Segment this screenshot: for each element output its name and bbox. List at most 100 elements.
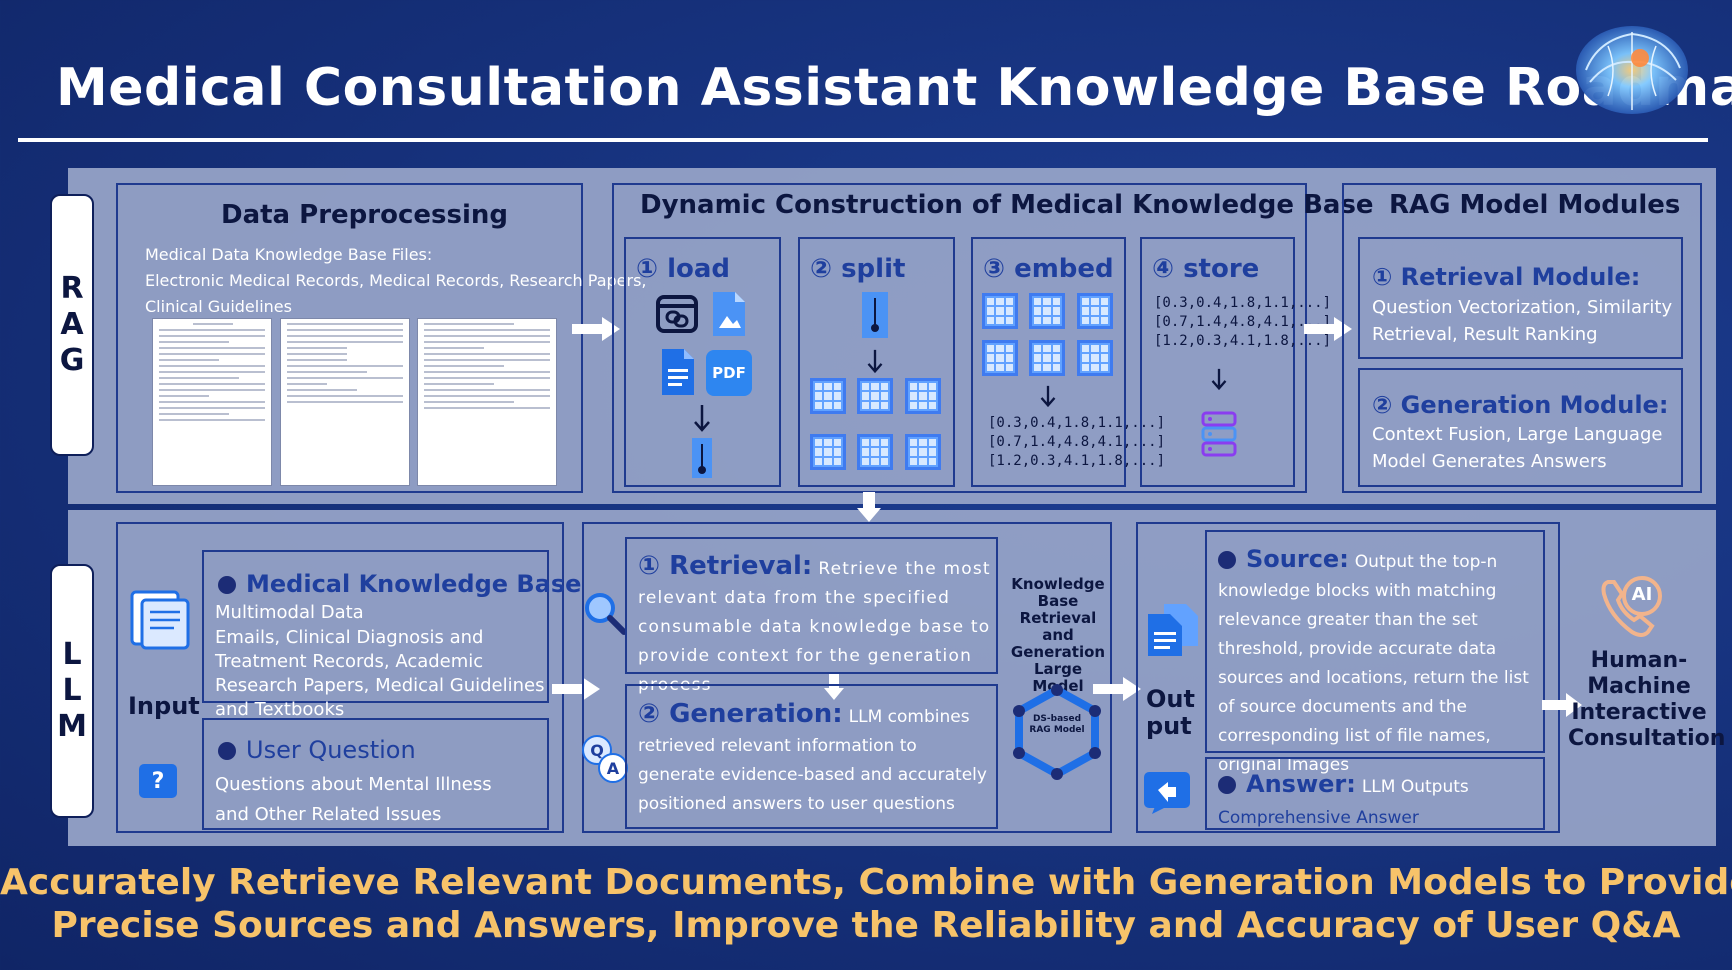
hexagon-label: DS-based RAG Model [1029,714,1085,735]
store-vector-2: [0.7,1.4,4.8,4.1,...] [1154,314,1332,330]
chunk-grid-icon [810,378,846,414]
knowledge-construction-title: Dynamic Construction of Medical Knowledg… [640,190,1374,220]
input-panel [116,522,564,833]
embed-vector-1: [0.3,0.4,1.8,1.1,...] [988,415,1166,431]
llm-letter-l1: L [62,637,82,672]
source-box [1205,530,1545,753]
medical-record-thumbnail [152,318,272,486]
arrow-right-icon [572,317,620,341]
vector-grid-icon [1077,293,1113,329]
arrow-right-icon [1304,317,1352,341]
generation-module-heading: ② Generation Module: [1372,391,1669,419]
arrow-down-icon [694,405,710,432]
source-body: Output the top-n knowledge blocks with m… [1218,552,1529,775]
footer-line-2: Precise Sources and Answers, Improve the… [51,905,1681,946]
user-question-box [202,718,549,830]
patient-form-thumbnail [280,318,410,486]
retrieval-step-box [625,537,998,674]
medical-kb-line-1: Multimodal Data [215,602,364,623]
q-bubble: Q [582,735,612,765]
knowledge-construction-panel [612,183,1307,493]
data-preprocessing-panel [116,183,583,493]
database-server-icon [1201,411,1237,457]
split-step-box [798,237,955,487]
generation-module-box [1358,368,1683,487]
store-step-box [1140,237,1295,487]
human-machine-label: Human- Machine Interactive Consultation [1568,648,1726,752]
chunk-grid-icon [905,434,941,470]
consult-line-4: Consultation [1568,726,1726,751]
store-vector-1: [0.3,0.4,1.8,1.1,...] [1154,295,1332,311]
arrow-down-icon [867,349,883,374]
magnifier-icon [585,593,627,635]
generation-step-box [625,684,998,829]
embed-step-title: ③ embed [983,254,1114,284]
medical-kb-heading: Medical Knowledge Base [218,570,581,598]
answer-body-1: LLM Outputs [1361,777,1469,797]
ai-phone-icon [1601,576,1662,637]
document-file-icon [662,349,694,395]
bullet-icon [1218,551,1236,569]
generation-module-text: Context Fusion, Large Language Model Gen… [1372,424,1663,472]
ai-label: AI [1631,584,1653,605]
vector-grid-icon [1029,293,1065,329]
vector-grid-icon [982,293,1018,329]
bullet-icon [218,576,236,594]
medical-kb-line-2: Emails, Clinical Diagnosis and Treatment… [215,627,545,720]
question-bubble-icon: ? [139,764,177,798]
rag-model-side-label: Knowledge Base Retrieval and Generation … [1010,575,1106,695]
rag-modules-title: RAG Model Modules [1389,190,1681,220]
llm-letter-m: M [57,709,87,744]
store-step-title: ④ store [1152,254,1260,284]
user-question-heading-text: User Question [246,736,416,764]
arrow-down-icon [1040,385,1056,408]
generation-step-body: LLM combines retrieved relevant informat… [638,707,987,814]
answer-heading: Answer: [1246,770,1356,798]
retrieval-module-text: Question Vectorization, Similarity Retri… [1372,297,1673,345]
source-text: Source:Output the top-n knowledge blocks… [1218,545,1540,780]
rag-letter-r: R [60,271,84,306]
input-label: Input [128,692,200,720]
image-file-icon [713,292,745,336]
pdf-file-icon: PDF [706,350,752,396]
research-paper-thumbnail [417,318,557,486]
q-letter: Q [590,740,604,760]
user-question-text: Questions about Mental Illness and Other… [215,774,492,825]
retrieval-step-text: ① Retrieval:Retrieve the most relevant d… [638,552,993,700]
files-line-2: Electronic Medical Records, Medical Reco… [145,271,647,290]
generation-step-text: ② Generation:LLM combines retrieved rele… [638,700,993,819]
files-line-1: Medical Data Knowledge Base Files: [145,245,433,264]
llm-side-label: L L M [50,564,94,818]
load-step-title: ① load [636,254,730,284]
bullet-icon [218,742,236,760]
scroll-document-icon [130,590,190,650]
output-label-line-2: put [1146,712,1192,740]
vector-grid-icon [982,340,1018,376]
arrow-right-icon [552,677,600,701]
process-panel [582,522,1112,833]
consult-line-1: Human- [1590,648,1688,673]
vector-grid-icon [1077,340,1113,376]
data-preprocessing-title: Data Preprocessing [221,200,508,230]
embed-vector-3: [1.2,0.3,4.1,1.8,...] [988,453,1166,469]
thermometer-icon [692,438,712,478]
pdf-label: PDF [712,364,746,382]
chunk-grid-icon [810,434,846,470]
link-window-icon [656,295,698,333]
page-title: Medical Consultation Assistant Knowledge… [56,58,1732,118]
embed-vector-2: [0.7,1.4,4.8,4.1,...] [988,434,1166,450]
footer-line-1: Accurately Retrieve Relevant Documents, … [0,862,1732,903]
llm-band [68,510,1716,846]
chunk-grid-icon [857,434,893,470]
output-label-line-1: Out [1146,685,1195,713]
document-stack-icon [1148,604,1198,656]
a-letter: A [606,758,620,778]
answer-body-2: Comprehensive Answer [1218,808,1419,828]
load-step-box [624,237,781,487]
source-heading: Source: [1246,545,1349,573]
arrow-down-icon [857,492,881,522]
medical-kb-heading-text: Medical Knowledge Base [246,570,582,598]
rag-letter-g: G [59,343,85,378]
output-panel [1136,522,1560,833]
retrieval-module-box [1358,237,1683,359]
